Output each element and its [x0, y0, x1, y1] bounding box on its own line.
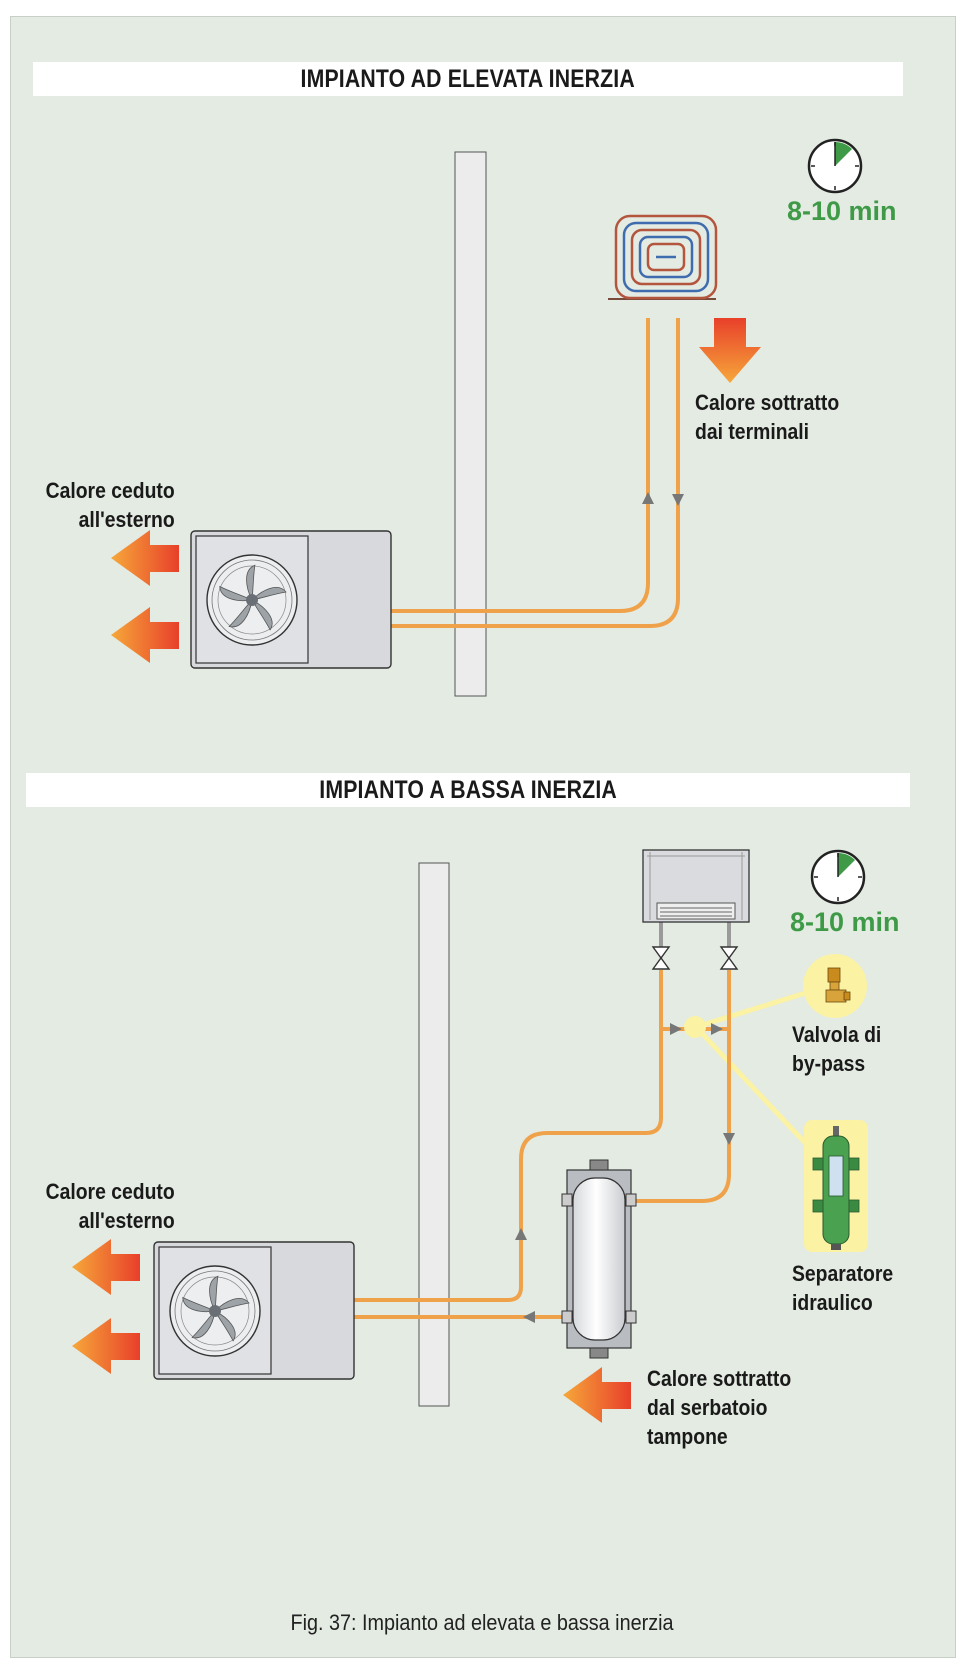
bottom-title: IMPIANTO A BASSA INERZIA [319, 776, 617, 804]
label-line: all'esterno [78, 507, 175, 532]
top-title: IMPIANTO AD ELEVATA INERZIA [300, 65, 636, 93]
top-flow-arrow-down [672, 494, 684, 506]
label-line: all'esterno [78, 1208, 175, 1233]
timer-icon [807, 138, 863, 194]
bypass-valve-icon [803, 954, 867, 1018]
valve-stems [659, 921, 731, 947]
label-line: tampone [647, 1424, 728, 1449]
valve-icon [651, 946, 739, 970]
bottom-outdoor-unit [153, 1241, 355, 1380]
fan-coil-icon [642, 849, 750, 923]
label-line: Calore ceduto [45, 478, 175, 503]
figure-caption: Fig. 37: Impianto ad elevata e bassa ine… [290, 1610, 674, 1635]
fan-icon [169, 1265, 261, 1357]
label-line: dal serbatoio [647, 1395, 768, 1420]
label-line: Calore ceduto [45, 1179, 175, 1204]
top-pipes [390, 318, 680, 628]
label-line: Separatore [792, 1261, 894, 1286]
bypass-label: Valvola di by-pass [792, 1020, 881, 1078]
bottom-wall [418, 862, 450, 1407]
label-line: Calore sottratto [695, 390, 840, 415]
bypass-node [684, 1016, 706, 1038]
separator-label: Separatore idraulico [792, 1259, 893, 1317]
callout-lines [694, 987, 816, 1150]
bottom-pipes [352, 970, 731, 1319]
heat-arrow-icon [563, 1367, 631, 1423]
top-heat-taken-label: Calore sottratto dai terminali [695, 388, 839, 446]
heat-arrow-icon [72, 1239, 140, 1374]
timer-icon [810, 849, 866, 905]
top-flow-arrow-up [642, 492, 654, 504]
top-heat-out-label: Calore ceduto all'esterno [46, 476, 175, 534]
flow-arrows [515, 1023, 735, 1323]
top-wall [454, 151, 487, 697]
top-title-banner: IMPIANTO AD ELEVATA INERZIA [33, 62, 903, 96]
heat-arrow-icon [111, 530, 179, 663]
top-time-label: 8-10 min [787, 196, 897, 226]
label-line: idraulico [792, 1290, 873, 1315]
label-line: Valvola di [792, 1022, 882, 1047]
tank-label: Calore sottratto dal serbatoio tampone [647, 1364, 791, 1451]
bottom-title-banner: IMPIANTO A BASSA INERZIA [26, 773, 910, 807]
label-line: dai terminali [695, 419, 810, 444]
label-line: by-pass [792, 1051, 866, 1076]
bottom-time-label: 8-10 min [790, 907, 900, 937]
hydraulic-separator-icon [804, 1120, 868, 1252]
floor-heating-coil-icon [608, 214, 718, 300]
label-line: Calore sottratto [647, 1366, 792, 1391]
fan-icon [206, 554, 298, 646]
heat-arrow-icon [699, 318, 761, 383]
top-outdoor-unit [190, 530, 392, 669]
bottom-heat-out-label: Calore ceduto all'esterno [46, 1177, 175, 1235]
buffer-tank-icon [561, 1159, 637, 1359]
